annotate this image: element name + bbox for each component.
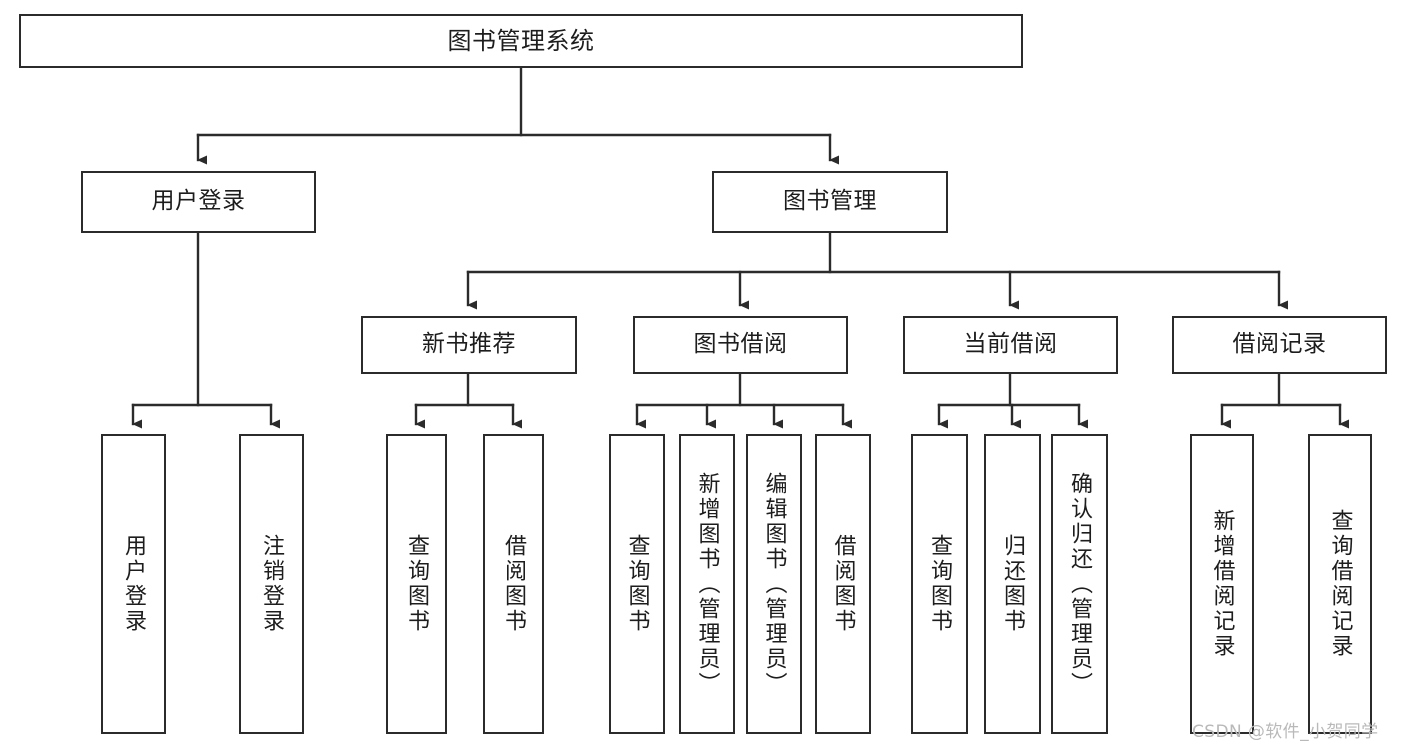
watermark-text: CSDN @软件_小贺同学 — [1192, 722, 1379, 742]
node-leaf-5[interactable]: 查询图书 — [609, 434, 665, 734]
node-leaf-13[interactable]: 查询借阅记录 — [1308, 434, 1372, 734]
node-level2-2-label: 图书管理 — [783, 188, 877, 215]
node-leaf-3[interactable]: 查询图书 — [386, 434, 447, 734]
node-leaf-1-label: 用户登录 — [121, 534, 147, 634]
node-leaf-4-label: 借阅图书 — [501, 534, 527, 634]
node-level2-1-label: 用户登录 — [151, 188, 246, 215]
node-leaf-4[interactable]: 借阅图书 — [483, 434, 544, 734]
node-leaf-12-label: 新增借阅记录 — [1209, 509, 1235, 659]
node-leaf-5-label: 查询图书 — [624, 534, 650, 634]
node-level3-4[interactable]: 借阅记录 — [1172, 316, 1387, 374]
node-leaf-9[interactable]: 查询图书 — [911, 434, 968, 734]
node-leaf-10[interactable]: 归还图书 — [984, 434, 1041, 734]
node-leaf-2[interactable]: 注销登录 — [239, 434, 304, 734]
node-level3-2[interactable]: 图书借阅 — [633, 316, 848, 374]
node-level3-3[interactable]: 当前借阅 — [903, 316, 1118, 374]
node-leaf-9-label: 查询图书 — [927, 534, 953, 634]
node-leaf-7-label: 编辑图书（管理员） — [761, 471, 787, 697]
node-leaf-7[interactable]: 编辑图书（管理员） — [746, 434, 802, 734]
node-leaf-8-label: 借阅图书 — [830, 534, 856, 634]
node-leaf-6[interactable]: 新增图书（管理员） — [679, 434, 735, 734]
node-root-label: 图书管理系统 — [447, 26, 595, 55]
node-level2-2[interactable]: 图书管理 — [712, 171, 948, 233]
node-level3-2-label: 图书借阅 — [693, 331, 788, 358]
node-leaf-13-label: 查询借阅记录 — [1327, 509, 1353, 659]
node-leaf-1[interactable]: 用户登录 — [101, 434, 166, 734]
node-level3-1[interactable]: 新书推荐 — [361, 316, 577, 374]
node-leaf-3-label: 查询图书 — [404, 534, 430, 634]
node-leaf-8[interactable]: 借阅图书 — [815, 434, 871, 734]
node-level3-4-label: 借阅记录 — [1232, 331, 1327, 358]
node-level3-3-label: 当前借阅 — [963, 331, 1058, 358]
node-leaf-10-label: 归还图书 — [1000, 534, 1026, 634]
node-leaf-12[interactable]: 新增借阅记录 — [1190, 434, 1254, 734]
node-level3-1-label: 新书推荐 — [422, 331, 516, 358]
node-leaf-11-label: 确认归还（管理员） — [1067, 471, 1093, 697]
node-leaf-11[interactable]: 确认归还（管理员） — [1051, 434, 1108, 734]
node-leaf-2-label: 注销登录 — [259, 534, 285, 634]
node-level2-1[interactable]: 用户登录 — [81, 171, 316, 233]
node-leaf-6-label: 新增图书（管理员） — [694, 471, 720, 697]
node-root[interactable]: 图书管理系统 — [19, 14, 1023, 68]
